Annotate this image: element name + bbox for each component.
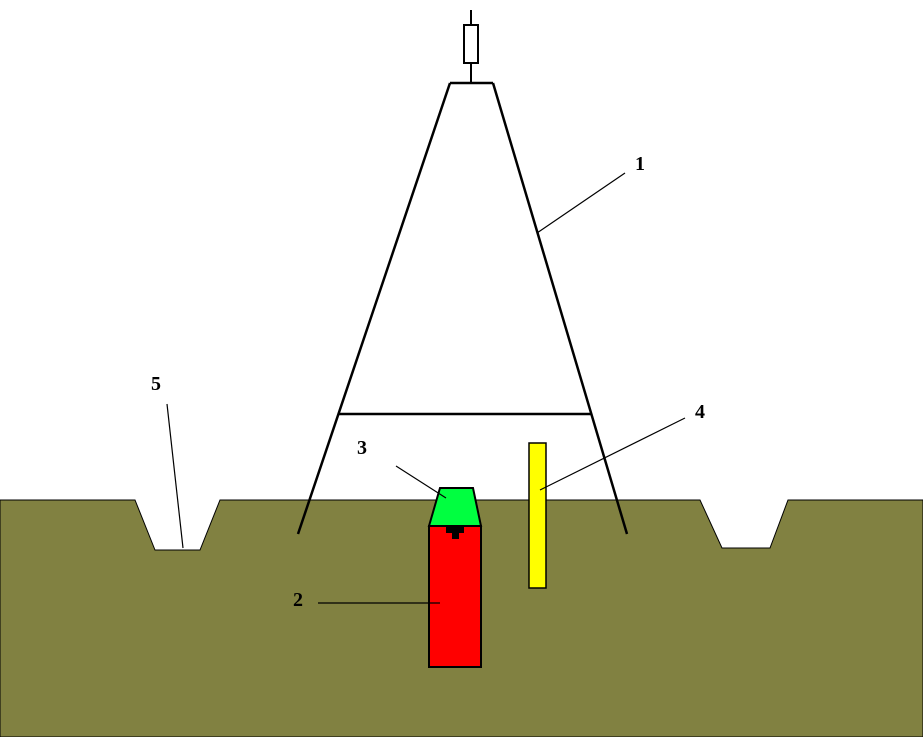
label-2: 2 [293,589,303,611]
cap-connector-tip [452,533,459,539]
tripod-left-leg [296,82,452,535]
tripod-right-leg [491,82,629,535]
leader-line-3 [395,465,447,499]
rod [528,442,547,589]
leader-line-1 [536,172,626,234]
cap [427,487,483,527]
leader-line-5 [166,403,184,549]
label-5: 5 [151,373,161,395]
label-1: 1 [635,153,645,175]
cap-connector [446,526,464,533]
column [428,525,482,668]
hoist-block [463,24,479,64]
tripod [296,10,629,535]
label-4: 4 [695,401,705,423]
leader-line-4 [539,417,686,491]
label-3: 3 [357,437,367,459]
